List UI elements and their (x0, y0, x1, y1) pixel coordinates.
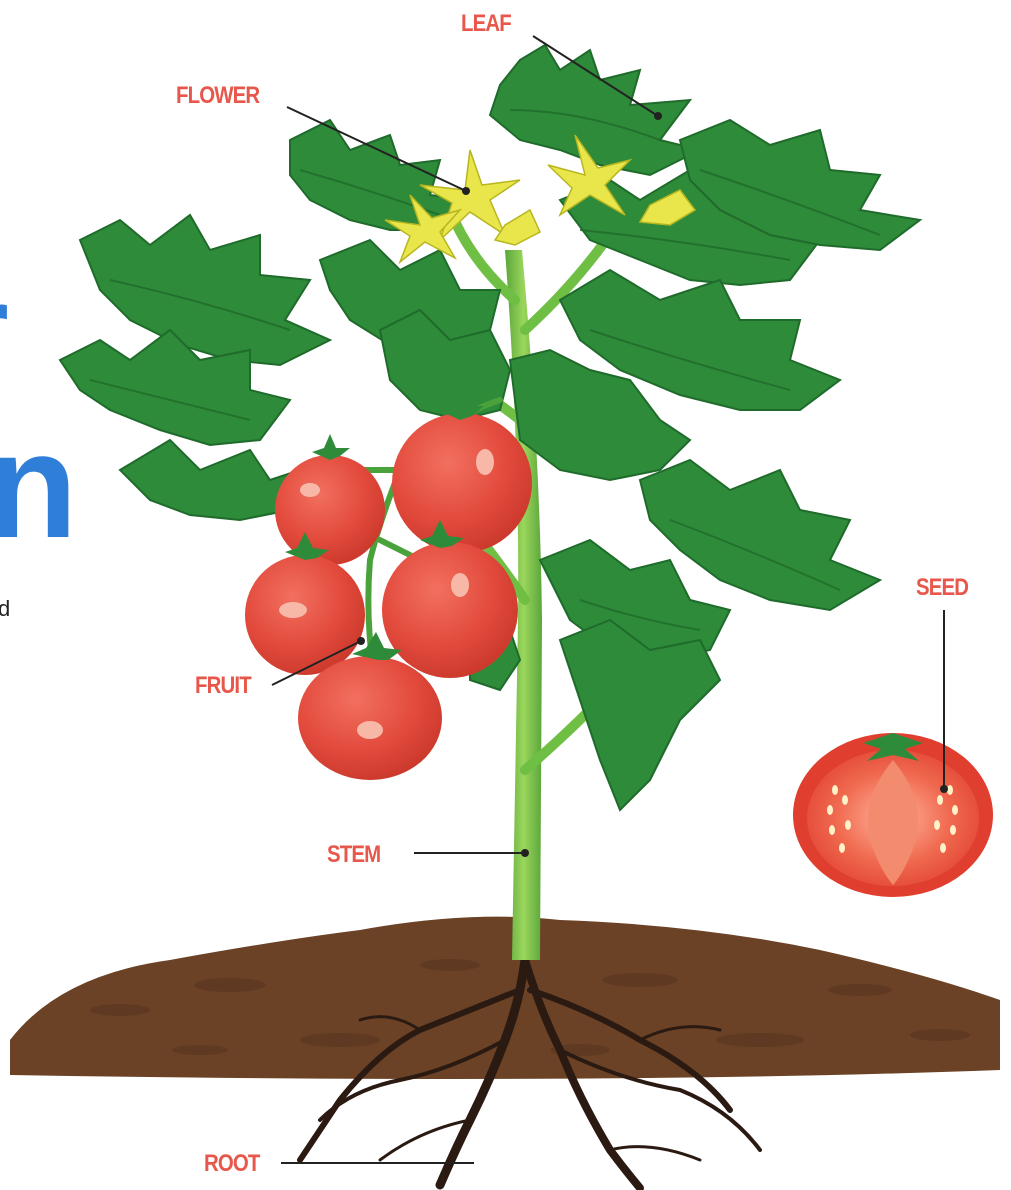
body-text-fragment: d (0, 596, 10, 622)
tomato-fruit-5 (298, 656, 442, 780)
label-fruit: FRUIT (195, 672, 251, 700)
tomato-fruit-4 (382, 542, 518, 678)
label-leaf: LEAF (461, 10, 511, 38)
cut-tomato (793, 733, 993, 897)
heading-fragment-r: r (0, 268, 9, 388)
label-seed: SEED (916, 574, 968, 602)
label-stem: STEM (327, 841, 380, 869)
label-root: ROOT (204, 1150, 260, 1178)
tomato-fruit-3 (245, 555, 365, 675)
heading-fragment-n: n (0, 410, 78, 560)
label-flower: FLOWER (176, 82, 259, 110)
tomato-fruit-1 (275, 455, 385, 565)
tomato-fruit-2 (392, 413, 532, 553)
